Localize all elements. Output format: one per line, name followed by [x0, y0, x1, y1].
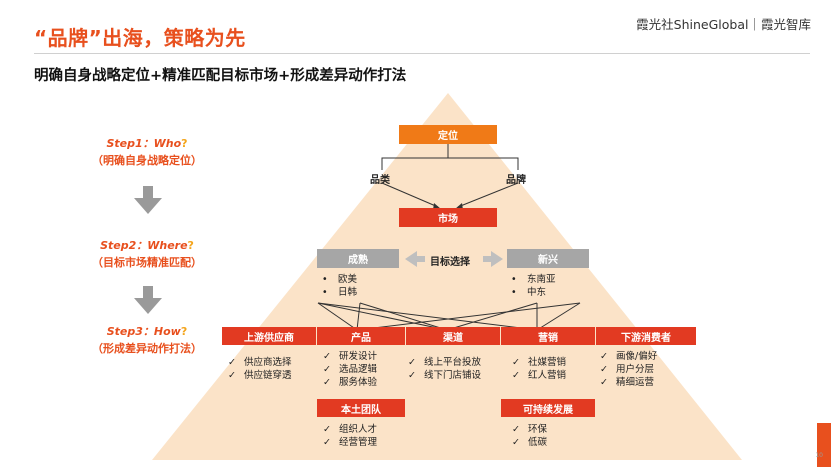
- category-label: 品类: [370, 175, 390, 186]
- list-item: ✓研发设计: [323, 351, 378, 362]
- list-item: ✓用户分层: [600, 364, 655, 375]
- list-item: •欧美: [322, 274, 358, 285]
- emerging-market-list: •东南亚 •中东: [511, 273, 556, 299]
- step-2-desc: （目标市场精准匹配）: [92, 256, 202, 269]
- brand-logo-text: 霞光社ShineGlobal｜霞光智库: [636, 17, 811, 32]
- page-subtitle: 明确自身战略定位+精准匹配目标市场+形成差异动作打法: [34, 68, 407, 84]
- marketing-list: ✓社媒营销 ✓红人营销: [512, 356, 566, 382]
- question-icon: ?: [181, 137, 188, 150]
- list-item: ✓组织人才: [323, 424, 378, 435]
- list-item: •东南亚: [511, 274, 556, 285]
- list-item: ✓红人营销: [512, 370, 567, 381]
- local-team-box: 本土团队: [317, 399, 405, 417]
- list-item: ✓精细运营: [600, 377, 655, 388]
- corner-accent: [817, 423, 831, 467]
- upstream-supplier-list: ✓供应商选择 ✓供应链穿透: [228, 356, 292, 382]
- list-item: ✓供应商选择: [228, 357, 292, 368]
- sustainability-box: 可持续发展: [501, 399, 595, 417]
- downstream-consumer-box: 下游消费者: [596, 327, 696, 345]
- channel-box: 渠道: [406, 327, 500, 345]
- downstream-consumer-list: ✓画像/偏好 ✓用户分层 ✓精细运营: [600, 350, 657, 389]
- brand-label: 品牌: [506, 175, 526, 186]
- step-2: Step2：Where? （目标市场精准匹配）: [72, 237, 222, 271]
- connector-brand: [448, 157, 519, 170]
- question-icon: ?: [180, 325, 188, 338]
- step-1-desc: （明确自身战略定位）: [92, 154, 202, 167]
- product-box: 产品: [317, 327, 405, 345]
- connector-category: [381, 144, 449, 170]
- list-item: ✓环保: [512, 424, 548, 435]
- step-1-label: Step1：Who: [106, 137, 182, 150]
- target-select-label: 目标选择: [430, 257, 470, 268]
- list-item: ✓供应链穿透: [228, 370, 292, 381]
- down-arrow-icon: [134, 186, 162, 214]
- step-2-label: Step2：Where: [100, 239, 188, 252]
- channel-list: ✓线上平台投放 ✓线下门店铺设: [408, 356, 481, 382]
- product-list: ✓研发设计 ✓选品逻辑 ✓服务体验: [323, 350, 377, 389]
- list-item: ✓画像/偏好: [600, 351, 658, 362]
- pyramid-shape: [152, 93, 742, 460]
- marketing-box: 营销: [501, 327, 595, 345]
- connector-cat-market-1: [381, 182, 439, 208]
- local-team-list: ✓组织人才 ✓经营管理: [323, 423, 377, 449]
- connector-cat-market-2: [457, 182, 519, 208]
- step-3: Step3：How? （形成差异动作打法）: [72, 323, 222, 357]
- list-item: •中东: [511, 287, 547, 298]
- double-arrow-icon: [405, 251, 503, 267]
- upstream-supplier-box: 上游供应商: [222, 327, 316, 345]
- emerging-market-box: 新兴: [507, 249, 589, 268]
- step-1: Step1：Who? （明确自身战略定位）: [72, 135, 222, 169]
- question-icon: ?: [187, 239, 194, 252]
- list-item: ✓社媒营销: [512, 357, 567, 368]
- market-box: 市场: [399, 208, 497, 227]
- list-item: ✓线上平台投放: [408, 357, 482, 368]
- list-item: ✓低碳: [512, 437, 548, 448]
- page-number: 10: [815, 452, 823, 459]
- list-item: ✓服务体验: [323, 377, 378, 388]
- step-3-label: Step3：How: [106, 325, 181, 338]
- mature-market-box: 成熟: [317, 249, 399, 268]
- sustainability-list: ✓环保 ✓低碳: [512, 423, 547, 449]
- list-item: ✓线下门店铺设: [408, 370, 482, 381]
- down-arrow-icon: [134, 286, 162, 314]
- list-item: ✓选品逻辑: [323, 364, 378, 375]
- list-item: •日韩: [322, 287, 358, 298]
- step-3-desc: （形成差异动作打法）: [92, 342, 202, 355]
- list-item: ✓经营管理: [323, 437, 378, 448]
- mature-market-list: •欧美 •日韩: [322, 273, 357, 299]
- page-title: “品牌”出海，策略为先: [34, 26, 246, 50]
- positioning-box: 定位: [399, 125, 497, 144]
- header-divider: [34, 53, 810, 54]
